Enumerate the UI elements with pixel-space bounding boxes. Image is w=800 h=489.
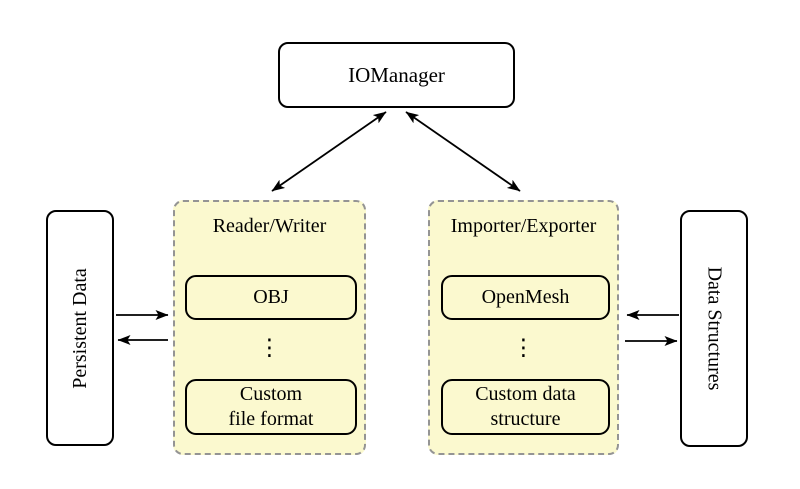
iomanager-label: IOManager bbox=[348, 62, 445, 87]
reader-writer-title: Reader/Writer bbox=[212, 215, 327, 237]
format-box-custom-data-structure: Custom data structure bbox=[441, 379, 610, 435]
importer-exporter-title: Importer/Exporter bbox=[450, 215, 597, 237]
custom-file-line2: file format bbox=[228, 408, 314, 430]
format-box-obj: OBJ bbox=[185, 275, 357, 320]
persistent-data-label: Persistent Data bbox=[68, 267, 91, 389]
format-box-custom-file-format: Custom file format bbox=[185, 379, 357, 435]
custom-file-line1: Custom bbox=[239, 383, 303, 405]
iomanager-node: IOManager bbox=[278, 42, 515, 108]
reader-writer-group: Reader/Writer OBJ ⋮ Custom file format bbox=[173, 200, 366, 455]
custom-data-line2: structure bbox=[490, 408, 561, 430]
vertical-ellipsis: ⋮ bbox=[258, 335, 281, 361]
obj-label: OBJ bbox=[253, 286, 289, 308]
arrow-iomanager-importer-exporter bbox=[405, 111, 521, 192]
importer-exporter-group: Importer/Exporter OpenMesh ⋮ Custom data… bbox=[428, 200, 619, 455]
openmesh-label: OpenMesh bbox=[481, 286, 570, 308]
vertical-ellipsis: ⋮ bbox=[512, 335, 535, 361]
format-box-openmesh: OpenMesh bbox=[441, 275, 610, 320]
data-structures-label: Data Structures bbox=[703, 266, 726, 391]
custom-data-line1: Custom data bbox=[475, 383, 576, 405]
persistent-data-node: Persistent Data bbox=[46, 210, 114, 446]
data-structures-node: Data Structures bbox=[680, 210, 748, 447]
arrow-iomanager-reader-writer bbox=[271, 111, 387, 192]
